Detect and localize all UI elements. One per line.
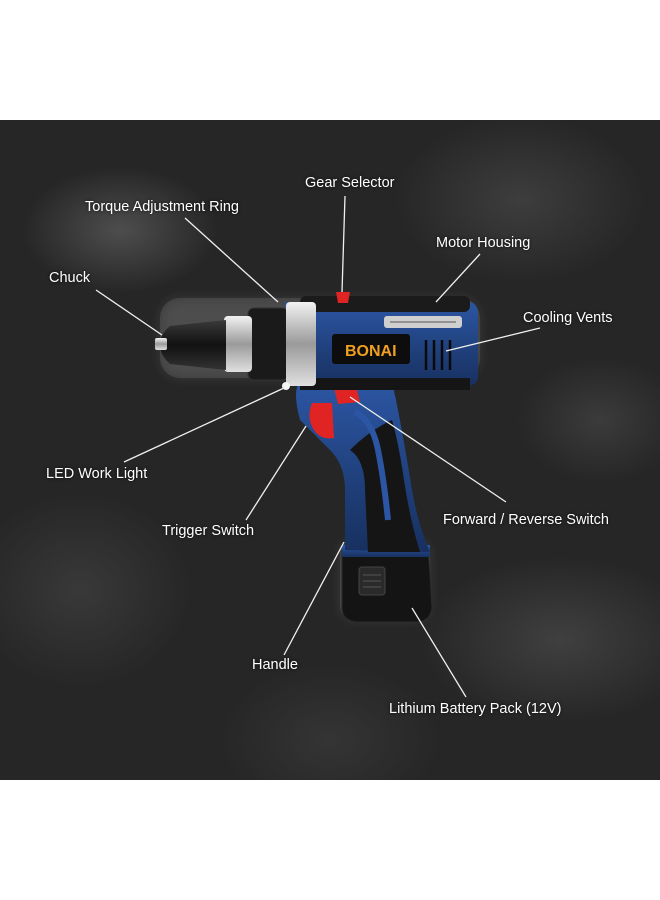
gear-selector-shape [336, 292, 350, 303]
label-motor-housing: Motor Housing [436, 235, 531, 251]
leader-trigger-switch [245, 425, 307, 521]
label-chuck: Chuck [49, 270, 91, 286]
dark-background-panel: BONAI [0, 120, 660, 780]
label-battery-pack: Lithium Battery Pack (12V) [389, 701, 562, 717]
leader-forward-reverse [349, 396, 507, 503]
leader-cooling-vents [445, 327, 541, 352]
leader-chuck [95, 289, 163, 336]
label-led-work-light: LED Work Light [46, 466, 148, 482]
brand-logo: BONAI [345, 343, 397, 360]
leader-handle [283, 541, 345, 656]
leader-led-light [123, 387, 285, 463]
label-forward-reverse-switch: Forward / Reverse Switch [443, 512, 609, 528]
drill-diagram: BONAI [95, 195, 541, 698]
torque-ring-shape [224, 302, 316, 386]
label-handle: Handle [252, 657, 298, 673]
leader-gear-selector [341, 195, 346, 293]
label-gear-selector: Gear Selector [305, 175, 395, 191]
leader-motor-housing [435, 253, 481, 303]
leader-battery-pack [411, 607, 467, 698]
label-cooling-vents: Cooling Vents [523, 310, 613, 326]
label-trigger-switch: Trigger Switch [162, 523, 255, 539]
leader-lines [95, 195, 541, 698]
cooling-vents-shape [424, 340, 452, 370]
leader-torque-ring [184, 217, 279, 303]
trigger-switch-shape [309, 403, 334, 439]
label-torque-ring: Torque Adjustment Ring [85, 199, 239, 215]
battery-pack-shape [341, 544, 433, 623]
chuck-shape [155, 320, 226, 370]
